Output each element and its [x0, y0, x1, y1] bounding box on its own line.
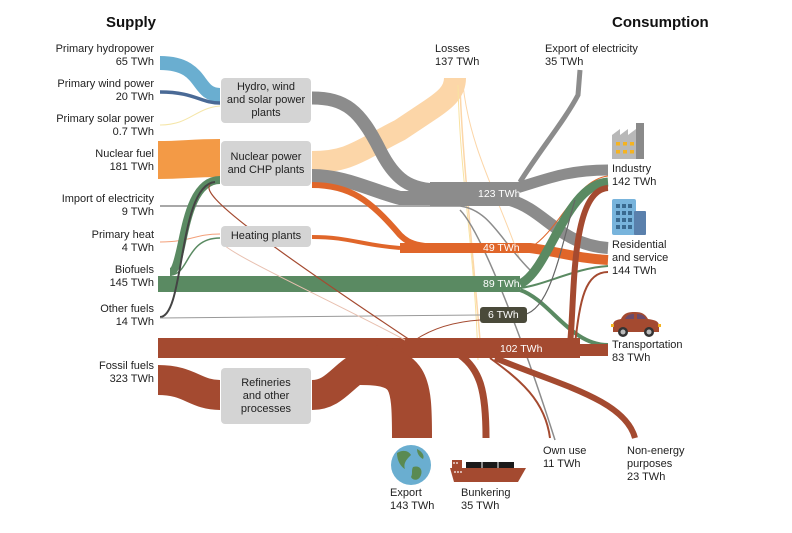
flow-losses-thin-2: [462, 84, 521, 261]
flow-other-trunk: [159, 314, 481, 319]
flow-biofuels-to-transportation: [519, 288, 609, 347]
flow-to-own-use: [489, 357, 551, 439]
building-icon: [612, 199, 646, 235]
car-icon: [611, 312, 661, 337]
flow-other-to-industry: [519, 199, 576, 316]
flow-label-other: 6 TWh: [480, 307, 527, 323]
flow-fossil-to-residential: [574, 271, 609, 345]
flow-fossil-to-refinery: [157, 365, 221, 410]
flow-hydro: [159, 56, 221, 102]
flow-other-fuels: [159, 181, 216, 318]
flow-biofuels-to-heating: [169, 237, 221, 276]
flow-to-export: [359, 345, 432, 439]
flow-losses-thin-3: [457, 84, 479, 361]
ship-icon: [450, 460, 526, 482]
flow-nuclear-to-losses: [311, 77, 466, 173]
flow-biofuels-to-industry: [517, 177, 609, 289]
flow-electricity-to-residential: [508, 194, 609, 254]
flow-import-electricity: [160, 205, 531, 271]
flow-label-fossil: 102 TWh: [500, 343, 543, 355]
factory-icon: [612, 123, 644, 159]
flow-electricity-to-export: [517, 69, 583, 184]
flow-biofuels-to-residential: [519, 265, 609, 289]
flow-heating-plant-heat: [311, 235, 401, 250]
flow-hws-electricity: [311, 91, 441, 197]
flow-solar: [159, 105, 221, 126]
globe-icon: [391, 445, 431, 485]
flow-label-electricity: 123 TWh: [478, 188, 521, 200]
consumption-header: Consumption: [612, 14, 709, 31]
flow-primary-heat: [159, 233, 221, 243]
flow-nuclear-electricity: [311, 169, 470, 205]
flow-electricity-to-industry: [508, 164, 609, 196]
flow-label-biofuel: 89 TWh: [483, 278, 520, 290]
supply-header: Supply: [106, 14, 157, 31]
flow-wind: [159, 90, 221, 105]
flow-fossil-to-industry: [567, 185, 609, 345]
flow-biofuels-to-chp: [168, 176, 221, 276]
flow-to-bunkering: [457, 352, 490, 439]
flow-other-fuels-to-fossil: [414, 319, 481, 341]
flow-to-non-energy: [493, 355, 638, 439]
node-heating-plants: Heating plants: [221, 226, 311, 247]
flow-label-heat: 49 TWh: [483, 242, 520, 254]
flow-nuclear-fuel: [157, 139, 221, 179]
